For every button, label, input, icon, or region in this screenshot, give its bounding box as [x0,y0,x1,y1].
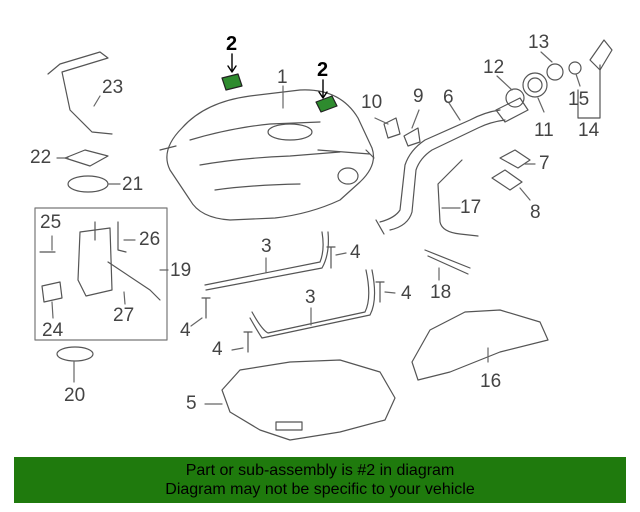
callout-1: 1 [277,67,288,88]
callout-17: 17 [460,197,482,218]
callout-2b: 2 [317,59,329,81]
bracket-8[interactable] [491,169,523,191]
fuel-pump-assembly-box [34,207,168,341]
callout-22: 22 [30,147,52,168]
tank-strap-lower[interactable] [249,269,376,339]
gasket-13[interactable] [546,63,564,81]
filler-pipe-part[interactable] [375,97,529,237]
fuel-tank-part[interactable] [159,89,375,221]
callout-2a: 2 [226,33,238,55]
tank-strap-upper[interactable] [204,231,329,291]
callout-19: 19 [170,260,192,281]
gasket-20[interactable] [56,346,94,362]
ring-15[interactable] [568,61,582,75]
highlighted-part-2[interactable] [221,73,338,113]
parts-diagram [34,39,613,441]
callout-23: 23 [102,77,124,98]
callout-5: 5 [186,393,197,414]
bracket-9[interactable] [403,127,421,147]
callout-9: 9 [413,86,424,107]
callout-6: 6 [443,87,454,108]
callout-15: 15 [568,89,590,110]
bracket-7[interactable] [499,149,531,169]
skid-plate-part[interactable] [221,359,396,441]
callout-21: 21 [122,174,144,195]
callout-13: 13 [528,32,550,53]
notice-banner: Part or sub-assembly is #2 in diagram Di… [14,457,626,503]
heat-shield-part[interactable] [411,309,549,381]
callout-10: 10 [361,92,383,113]
banner-line-2: Diagram may not be specific to your vehi… [165,481,475,498]
bracket-10[interactable] [383,117,401,139]
callout-8: 8 [530,202,541,223]
callout-7: 7 [539,153,550,174]
filler-neck-ring-11[interactable] [522,72,548,98]
fuel-pump-module[interactable] [39,221,161,303]
callout-27: 27 [113,305,135,326]
callout-25: 25 [40,212,62,233]
callout-18: 18 [430,282,452,303]
callout-26: 26 [139,229,161,250]
banner-line-1: Part or sub-assembly is #2 in diagram [185,462,455,479]
callout-4a: 4 [350,242,361,263]
callout-4c: 4 [180,320,191,341]
callout-16: 16 [480,371,502,392]
callout-20: 20 [64,385,86,406]
callout-14: 14 [578,120,600,141]
hose-part[interactable] [424,249,471,275]
vent-tube-23[interactable] [47,51,113,135]
callout-12: 12 [483,57,505,78]
callout-3b: 3 [305,287,316,308]
part-22[interactable] [64,149,109,167]
callout-24: 24 [42,320,64,341]
callout-11: 11 [534,120,554,141]
callout-3a: 3 [261,236,272,257]
lock-ring-21[interactable] [67,175,109,193]
callout-4d: 4 [212,339,223,360]
callout-4b: 4 [401,283,412,304]
fuel-cap-part[interactable] [589,39,613,71]
snap-ring-12[interactable] [505,88,525,108]
bolt-parts[interactable] [201,246,385,353]
